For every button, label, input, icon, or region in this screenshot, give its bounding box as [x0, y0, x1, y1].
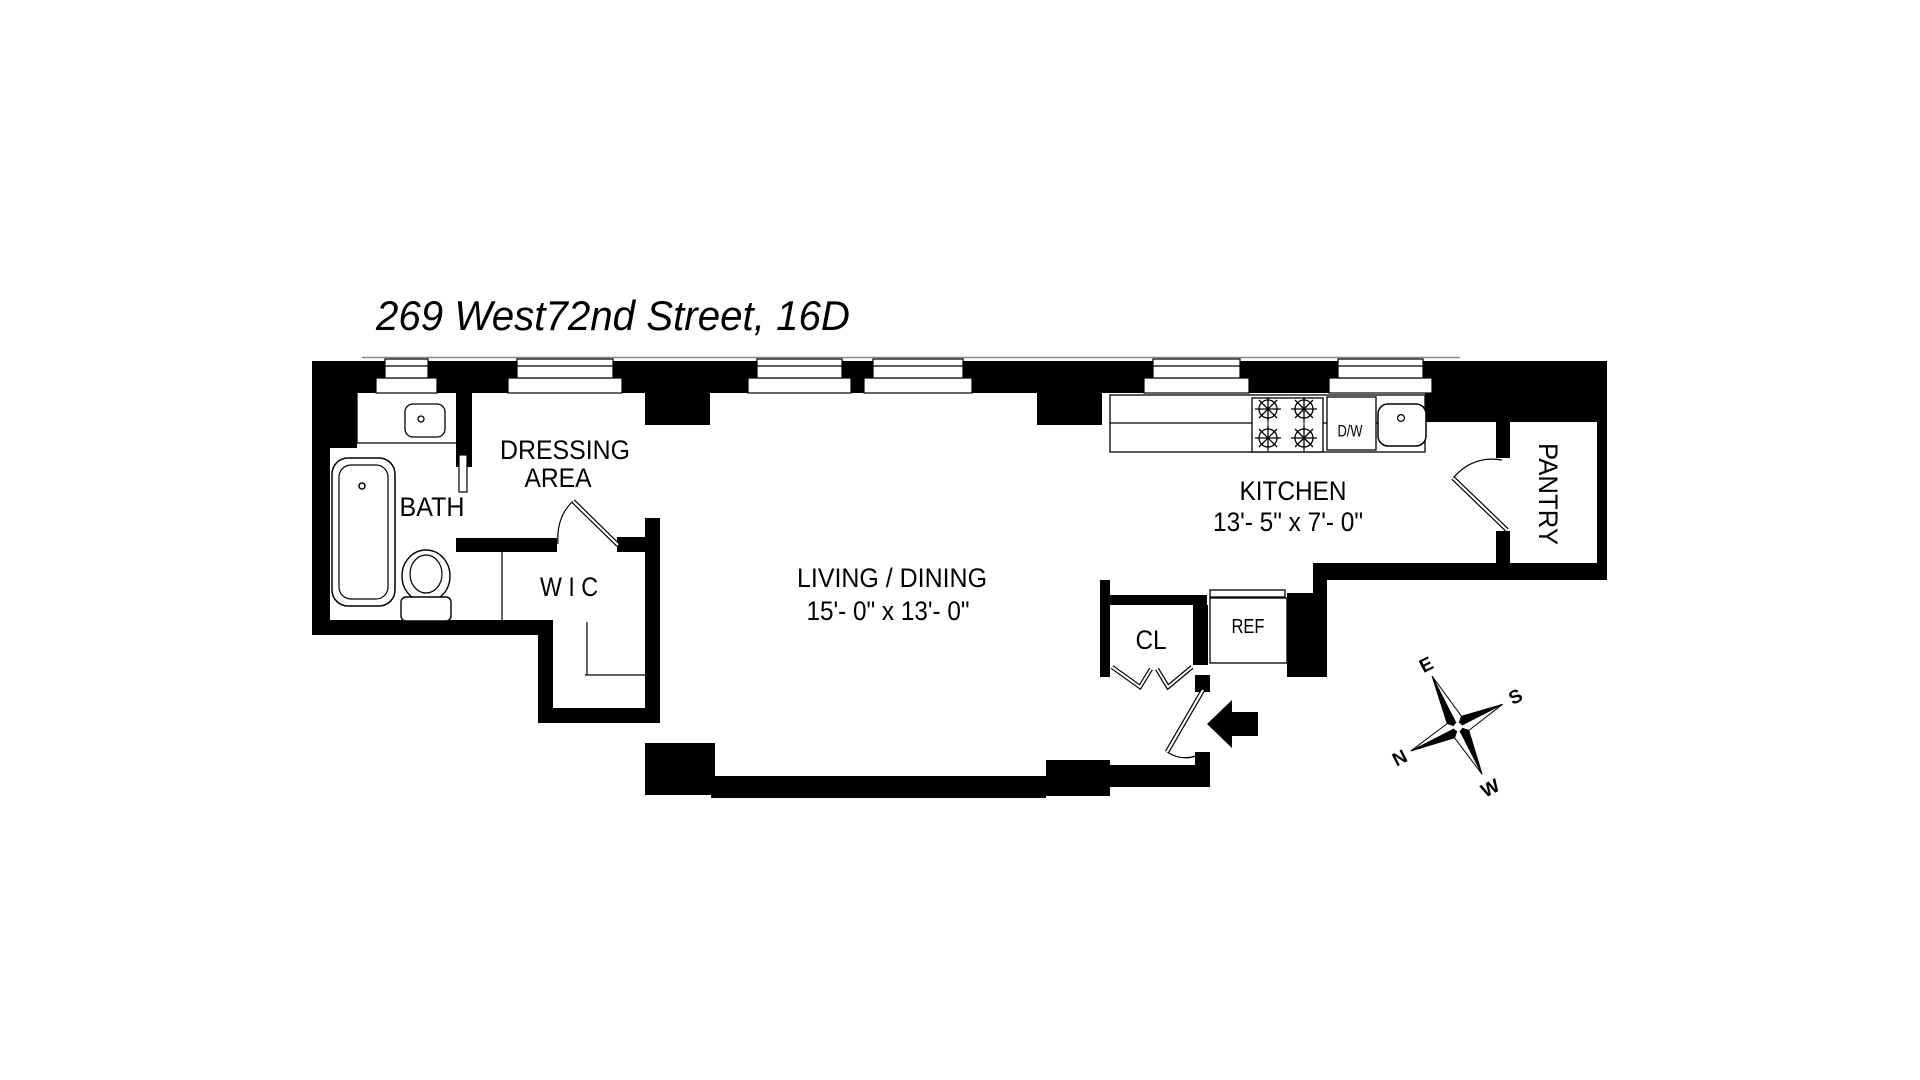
kitchen-fixtures — [1109, 394, 1427, 664]
compass-east-label: E — [1416, 653, 1437, 677]
bathtub — [331, 457, 396, 607]
burner-icon — [1255, 426, 1281, 450]
dishwasher-label: D/W — [1338, 422, 1363, 441]
walls — [312, 361, 1607, 798]
windows — [375, 358, 1433, 394]
entry-arrow-icon — [1207, 700, 1258, 748]
doors — [458, 454, 1509, 759]
lower-closet-lines — [585, 622, 645, 676]
pantry-door — [1451, 458, 1509, 532]
entry-door — [1165, 688, 1205, 759]
compass-north-label: N — [1389, 746, 1411, 771]
living-dining-label: LIVING / DINING — [797, 563, 987, 593]
window — [747, 358, 852, 394]
living-dining-dimensions: 15'- 0" x 13'- 0" — [807, 596, 970, 626]
compass-south-label: S — [1505, 685, 1526, 709]
dressing-door — [557, 499, 620, 547]
stove — [1251, 397, 1324, 453]
compass-rose-icon: E S W N — [1389, 653, 1526, 802]
pantry-label: PANTRY — [1533, 443, 1563, 545]
plan-title: 269 West72nd Street, 16D — [375, 292, 850, 339]
toilet — [400, 549, 452, 622]
burner-icon — [1255, 397, 1281, 421]
window — [507, 358, 623, 394]
closet-bifold-doors — [1110, 665, 1194, 691]
window — [1328, 358, 1433, 394]
kitchen-dimensions: 13'- 5" x 7'- 0" — [1213, 507, 1363, 537]
dressing-area-label-line1: DRESSING — [500, 435, 630, 465]
dressing-area-label-line2: AREA — [525, 463, 592, 493]
bath-label: BATH — [400, 492, 465, 522]
dishwasher — [1326, 396, 1377, 451]
window — [1143, 358, 1250, 394]
kitchen-sink — [1377, 403, 1427, 447]
wic-label: W I C — [540, 572, 598, 602]
bath-fixtures — [331, 393, 456, 622]
closet-label: CL — [1136, 625, 1167, 655]
compass-west-label: W — [1478, 775, 1504, 802]
kitchen-label: KITCHEN — [1240, 476, 1347, 506]
refrigerator-label: REF — [1232, 616, 1265, 638]
closet-lines — [501, 552, 645, 676]
window — [375, 358, 438, 394]
refrigerator — [1209, 589, 1288, 664]
burner-icon — [1291, 426, 1317, 450]
window — [863, 358, 973, 394]
burner-icon — [1291, 397, 1317, 421]
vanity-sink — [356, 393, 456, 444]
bath-door — [458, 454, 468, 493]
